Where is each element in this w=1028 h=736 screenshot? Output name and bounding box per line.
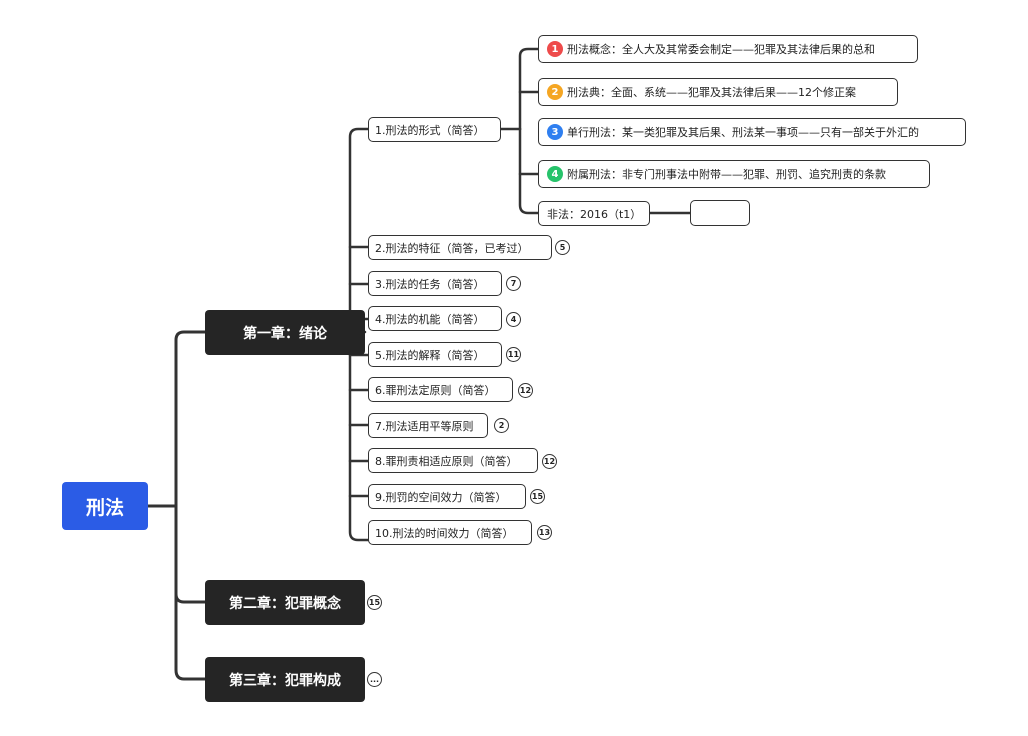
chapter-label: 第一章：绪论 [243,325,327,342]
form-node[interactable]: 2 刑法典：全面、系统——犯罪及其法律后果——12个修正案 [538,78,898,106]
section-badge[interactable]: 2 [494,418,509,433]
section-label: 10.刑法的时间效力（简答） [375,526,514,540]
section-node[interactable]: 2.刑法的特征（简答，已考过） [368,235,552,260]
form-node[interactable]: 非法：2016（t1） [538,201,650,226]
section-node[interactable]: 4.刑法的机能（简答） [368,306,502,331]
root-node[interactable]: 刑法 [62,482,148,530]
form-label: 非法：2016（t1） [547,207,642,221]
number-2-icon: 2 [547,84,563,100]
form-label: 刑法典：全面、系统——犯罪及其法律后果——12个修正案 [567,86,856,99]
form-label: 刑法概念：全人大及其常委会制定——犯罪及其法律后果的总和 [567,43,875,56]
form-label: 单行刑法：某一类犯罪及其后果、刑法某一事项——只有一部关于外汇的 [567,126,919,139]
chapter-label: 第二章：犯罪概念 [229,595,341,612]
section-node[interactable]: 10.刑法的时间效力（简答） [368,520,532,545]
number-4-icon: 4 [547,166,563,182]
section-node[interactable]: 6.罪刑法定原则（简答） [368,377,513,402]
number-3-icon: 3 [547,124,563,140]
section-label: 7.刑法适用平等原则 [375,419,474,433]
form-node[interactable]: 3 单行刑法：某一类犯罪及其后果、刑法某一事项——只有一部关于外汇的 [538,118,966,146]
section-badge[interactable]: 15 [530,489,545,504]
section-node[interactable]: 3.刑法的任务（简答） [368,271,502,296]
root-label: 刑法 [85,496,124,519]
section-label: 3.刑法的任务（简答） [375,277,485,291]
section-label: 8.罪刑责相适应原则（简答） [375,454,518,468]
section-badge[interactable]: 11 [506,347,521,362]
form-node[interactable]: 4 附属刑法：非专门刑事法中附带——犯罪、刑罚、追究刑责的条款 [538,160,930,188]
section-badge[interactable]: 12 [518,383,533,398]
section-badge[interactable]: 13 [537,525,552,540]
section-badge[interactable]: 7 [506,276,521,291]
section-node[interactable]: 9.刑罚的空间效力（简答） [368,484,526,509]
empty-topic-node[interactable] [690,200,750,226]
chapter-label: 第三章：犯罪构成 [229,672,341,689]
section-label: 4.刑法的机能（简答） [375,312,485,326]
chapter-2-badge[interactable]: 15 [367,595,382,610]
section-node[interactable]: 5.刑法的解释（简答） [368,342,502,367]
section-label: 6.罪刑法定原则（简答） [375,383,496,397]
chapter-1-node[interactable]: 第一章：绪论 [205,310,365,355]
section-label: 5.刑法的解释（简答） [375,348,485,362]
section-badge[interactable]: 12 [542,454,557,469]
section-badge[interactable]: 5 [555,240,570,255]
form-label: 附属刑法：非专门刑事法中附带——犯罪、刑罚、追究刑责的条款 [567,168,886,181]
section-node[interactable]: 1.刑法的形式（简答） [368,117,501,142]
chapter-3-collapsed-badge[interactable]: ... [367,672,382,687]
section-label: 1.刑法的形式（简答） [375,123,485,137]
chapter-2-node[interactable]: 第二章：犯罪概念 [205,580,365,625]
number-1-icon: 1 [547,41,563,57]
form-node[interactable]: 1 刑法概念：全人大及其常委会制定——犯罪及其法律后果的总和 [538,35,918,63]
chapter-3-node[interactable]: 第三章：犯罪构成 [205,657,365,702]
section-label: 2.刑法的特征（简答，已考过） [375,241,529,255]
section-node[interactable]: 8.罪刑责相适应原则（简答） [368,448,538,473]
section-node[interactable]: 7.刑法适用平等原则 [368,413,488,438]
section-badge[interactable]: 4 [506,312,521,327]
section-label: 9.刑罚的空间效力（简答） [375,490,507,504]
